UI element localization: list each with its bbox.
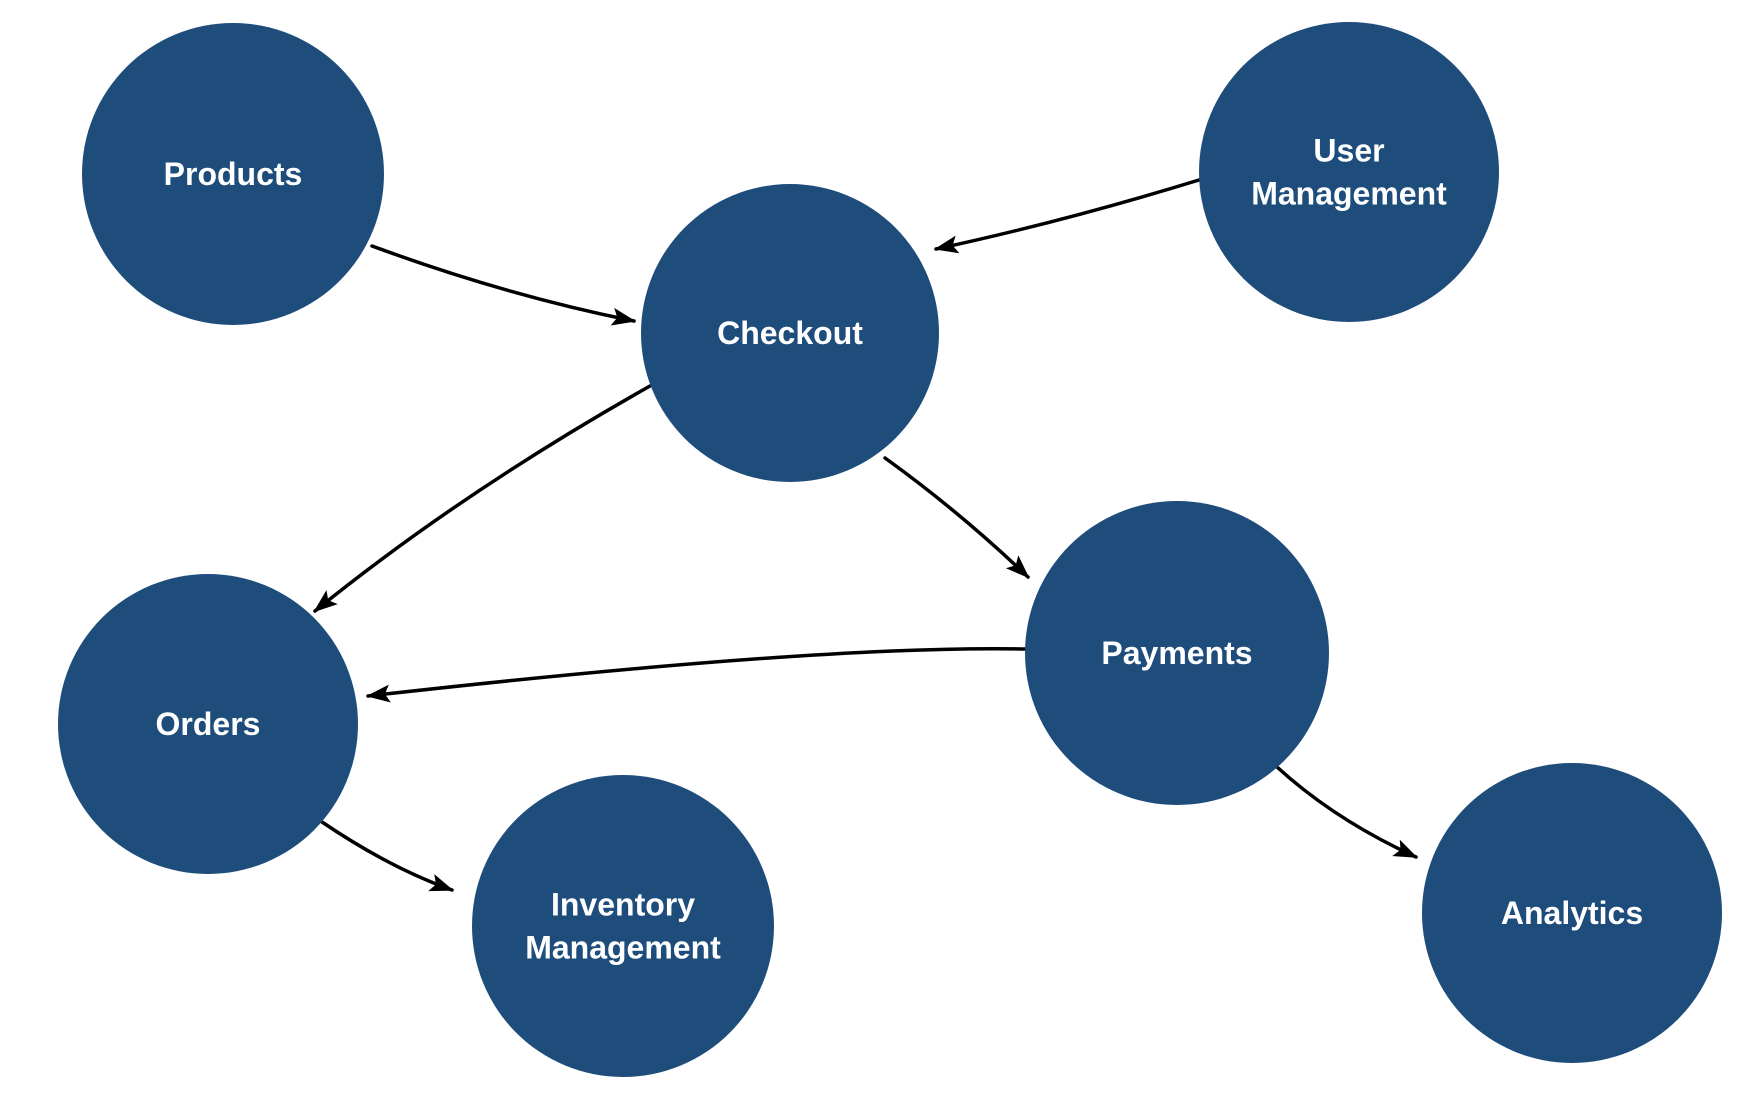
node-label-payments: Payments (1101, 635, 1252, 671)
node-orders[interactable]: Orders (58, 574, 358, 874)
node-label-products: Products (164, 156, 303, 192)
node-circle-orders[interactable] (58, 574, 358, 874)
node-label-checkout: Checkout (717, 315, 863, 351)
node-circle-products[interactable] (82, 23, 384, 325)
node-label-analytics: Analytics (1501, 895, 1643, 931)
node-circle-checkout[interactable] (641, 184, 939, 482)
node-payments[interactable]: Payments (1025, 501, 1329, 805)
edge-user-management-to-checkout (934, 178, 1201, 254)
edge-payments-to-orders (366, 646, 1027, 703)
edge-payments-to-analytics (1275, 765, 1418, 859)
edge-products-to-checkout (370, 244, 636, 326)
edge-checkout-to-payments (883, 456, 1030, 579)
node-circle-inventory-management[interactable] (472, 775, 774, 1077)
node-circle-payments[interactable] (1025, 501, 1329, 805)
node-checkout[interactable]: Checkout (641, 184, 939, 482)
edge-orders-to-inventory-management (320, 820, 454, 892)
node-circle-user-management[interactable] (1199, 22, 1499, 322)
edge-checkout-to-orders (313, 384, 652, 613)
node-label-orders: Orders (156, 706, 261, 742)
node-circle-analytics[interactable] (1422, 763, 1722, 1063)
node-analytics[interactable]: Analytics (1422, 763, 1722, 1063)
node-products[interactable]: Products (82, 23, 384, 325)
